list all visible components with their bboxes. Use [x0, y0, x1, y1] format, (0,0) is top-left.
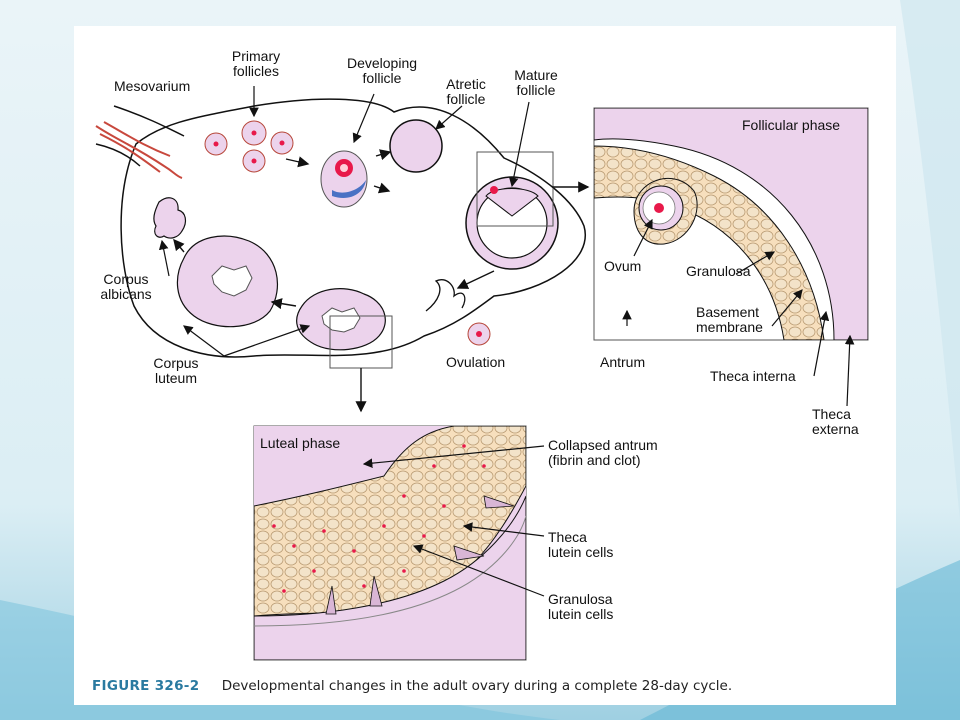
label-collapsed-antrum: Collapsed antrum (fibrin and clot): [548, 437, 658, 468]
label-granulosa-lutein-cells: Granulosa lutein cells: [548, 591, 614, 622]
label-granulosa: Granulosa: [686, 263, 751, 279]
label-atretic-follicle: Atretic follicle: [446, 76, 486, 107]
label-corpus-luteum: Corpus luteum: [153, 355, 199, 386]
label-theca-interna: Theca interna: [710, 368, 796, 384]
label-theca-lutein-cells: Theca lutein cells: [548, 529, 614, 560]
label-antrum: Antrum: [600, 354, 646, 370]
primary-follicles-icon: [204, 120, 294, 173]
label-developing-follicle: Developing follicle: [346, 55, 418, 86]
corpus-luteum-small-icon: [296, 288, 386, 351]
corpus-luteum-large-icon: [176, 235, 278, 328]
label-luteal-phase: Luteal phase: [260, 435, 341, 451]
follicular-phase-panel: [593, 107, 869, 341]
mesovarium-line-2: [113, 105, 185, 137]
label-theca-externa: Theca externa: [812, 406, 859, 437]
label-corpus-albicans: Corpus albicans: [100, 271, 152, 302]
corpus-albicans-icon: [153, 197, 187, 239]
figure-caption-text: Developmental changes in the adult ovary…: [221, 678, 733, 694]
label-primary-follicles: Primary follicles: [231, 48, 281, 79]
label-follicular-phase: Follicular phase: [742, 117, 841, 133]
ovulated-ovum-icon: [467, 322, 491, 346]
label-ovum: Ovum: [604, 258, 642, 274]
atretic-follicle-icon: [389, 119, 443, 173]
ovulation-channel: [425, 279, 466, 312]
label-mature-follicle: Mature follicle: [514, 67, 558, 98]
label-ovulation: Ovulation: [446, 354, 506, 370]
figure-caption: FIGURE 326-2 Developmental changes in th…: [92, 678, 732, 694]
mesovarium-line: [95, 143, 141, 167]
mature-follicle-icon: [465, 176, 559, 270]
mature-follicle-zoom-box: [476, 151, 554, 227]
figure-panel: Mesovarium Primary follicles Developing …: [74, 26, 896, 705]
figure-number: FIGURE 326-2: [92, 678, 200, 694]
label-basement-membrane: Basement membrane: [696, 304, 763, 335]
ovary-diagram: [95, 86, 869, 661]
blood-vessels-icon: [95, 121, 183, 179]
label-mesovarium: Mesovarium: [114, 78, 191, 94]
luteal-phase-panel: [253, 425, 527, 661]
developing-follicle-icon: [320, 150, 368, 208]
